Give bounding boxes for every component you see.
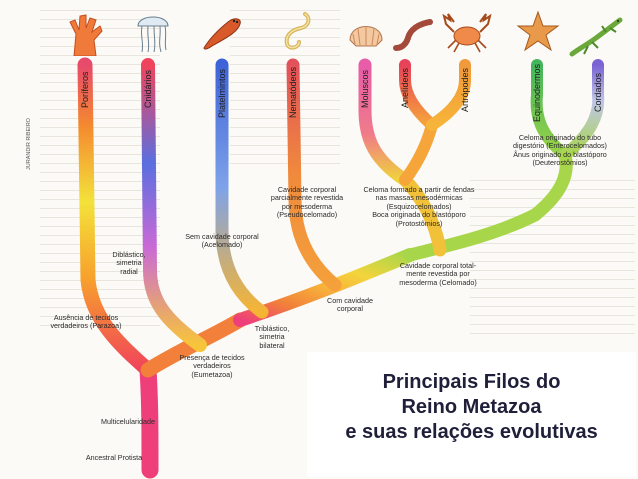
- starfish-icon: [516, 10, 560, 52]
- title-line-1: Principais Filos do: [382, 371, 561, 393]
- branch-coelomate: [403, 208, 542, 262]
- roundworm-icon: [284, 12, 311, 50]
- branch-ancestor: [139, 361, 159, 479]
- label-parazoa: Ausência de tecidos verdadeiros (Parazoa…: [50, 313, 122, 331]
- branch-platyhelminthes: [215, 58, 269, 319]
- label-eumetazoa: Presença de tecidos verdadeiros (Eumetaz…: [179, 353, 245, 379]
- branch-cnidaria: [141, 58, 207, 352]
- branch-articulata: [399, 119, 438, 186]
- phylum-platyhelminthes: Platelmintos: [217, 68, 227, 118]
- branch-echinodermata: [530, 59, 571, 161]
- branch-mollusca: [358, 58, 412, 187]
- title-box: Principais Filos do Reino Metazoa e suas…: [307, 352, 636, 477]
- phylum-mollusca: Moluscos: [360, 69, 370, 108]
- clam-icon: [349, 26, 383, 47]
- label-multicellularity: Multicelularidade: [101, 417, 155, 426]
- flatworm-icon: [203, 18, 241, 50]
- label-ancestral: Ancestral Protista: [85, 453, 143, 462]
- label-deuterostomes: Celoma originado do tubo digestório (Ent…: [513, 133, 607, 168]
- label-triploblastic: Triblástico, simetria bilateral: [254, 324, 290, 350]
- label-acoelomate: Sem cavidade corporal (Acelomado): [185, 232, 259, 250]
- label-protostomes: Celoma formado a partir de fendas nas ma…: [363, 185, 475, 228]
- background-text-left: [40, 10, 160, 330]
- phylum-arthropoda: Artrópodes: [460, 67, 470, 112]
- phylum-echinodermata: Equinodermos: [532, 63, 542, 122]
- lizard-icon: [569, 17, 623, 57]
- label-coelom: Com cavidade corporal: [327, 296, 373, 314]
- earthworm-icon: [393, 19, 433, 51]
- branch-annelida: [399, 59, 438, 131]
- phylum-chordata: Cordados: [593, 72, 603, 112]
- label-coelomate: Cavidade corporal total- mente revestida…: [399, 261, 477, 287]
- sponge-icon: [69, 14, 103, 56]
- image-credit: JURANDIR RIBEIRO: [26, 118, 32, 170]
- title-line-3: e suas relações evolutivas: [345, 421, 598, 443]
- branch-porifera: [77, 57, 156, 378]
- background-text-mid: [230, 10, 340, 170]
- branch-nematoda: [286, 58, 342, 292]
- title-line-2: Reino Metazoa: [401, 396, 542, 418]
- label-diploblastic: Diblástico, simetria radial: [112, 250, 146, 276]
- phylum-nematoda: Nematódeos: [288, 66, 298, 118]
- phylum-cnidaria: Cnidários: [143, 69, 153, 108]
- phylum-annelida: Anelídeos: [400, 67, 410, 108]
- label-pseudocoelomate: Cavidade corporal parcialmente revestida…: [270, 185, 344, 220]
- branch-chordata: [559, 59, 605, 161]
- phylum-porifera: Poríferos: [80, 71, 90, 108]
- crab-icon: [442, 13, 492, 53]
- branch-arthropoda: [426, 59, 471, 131]
- jellyfish-icon: [137, 16, 169, 53]
